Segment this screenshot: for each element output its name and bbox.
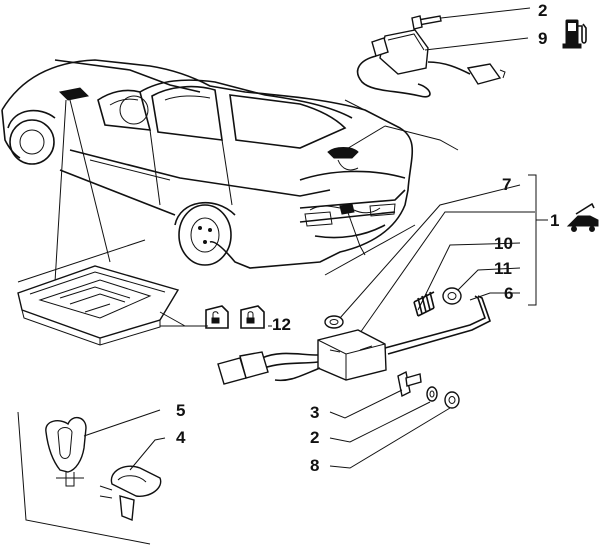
callout-5: 5 [176, 401, 185, 420]
washer-7 [324, 315, 344, 329]
leader-5 [83, 409, 161, 437]
callout-9: 9 [538, 29, 547, 48]
callout-3: 3 [310, 403, 319, 422]
callout-6: 6 [504, 284, 513, 303]
callout-7: 7 [502, 175, 511, 194]
leader-7b [359, 211, 535, 334]
spring-10 [413, 291, 435, 317]
trunk-switch-unit [217, 295, 491, 385]
fuel-cutoff-switch [356, 15, 506, 98]
leader-4 [129, 437, 166, 471]
leader-7 [339, 184, 521, 319]
control-unit [17, 265, 186, 346]
callout-2-top: 2 [538, 1, 547, 20]
nut-8 [444, 391, 460, 409]
leader-11 [451, 267, 521, 297]
car-trunk-open-icon [566, 202, 599, 232]
cable-clip-4 [99, 465, 162, 521]
leader-2-bottom [329, 401, 431, 443]
frame-line [17, 411, 151, 545]
leader-8 [329, 407, 451, 469]
car-illustration [1, 59, 414, 269]
door-lock-icon [240, 305, 265, 329]
leader-10 [417, 242, 521, 311]
callout-11: 11 [494, 259, 512, 278]
leader-3 [329, 389, 403, 419]
callout-12: 12 [272, 315, 291, 334]
leader-9 [424, 37, 529, 51]
door-unlock-icon [205, 305, 229, 329]
callout-4: 4 [176, 428, 186, 447]
nut-11 [442, 287, 462, 305]
callout-1: 1 [550, 211, 559, 230]
bracket-1 [528, 174, 537, 306]
bolt-3 [397, 370, 422, 398]
cable-clip-5 [45, 417, 87, 487]
washer-2 [426, 386, 438, 402]
callout-2-bottom: 2 [310, 428, 319, 447]
car-leader-lines [17, 99, 459, 283]
fuel-pump-icon [562, 19, 587, 49]
callout-8: 8 [310, 456, 319, 475]
leader-2-top [440, 7, 531, 19]
callout-10: 10 [494, 234, 513, 253]
